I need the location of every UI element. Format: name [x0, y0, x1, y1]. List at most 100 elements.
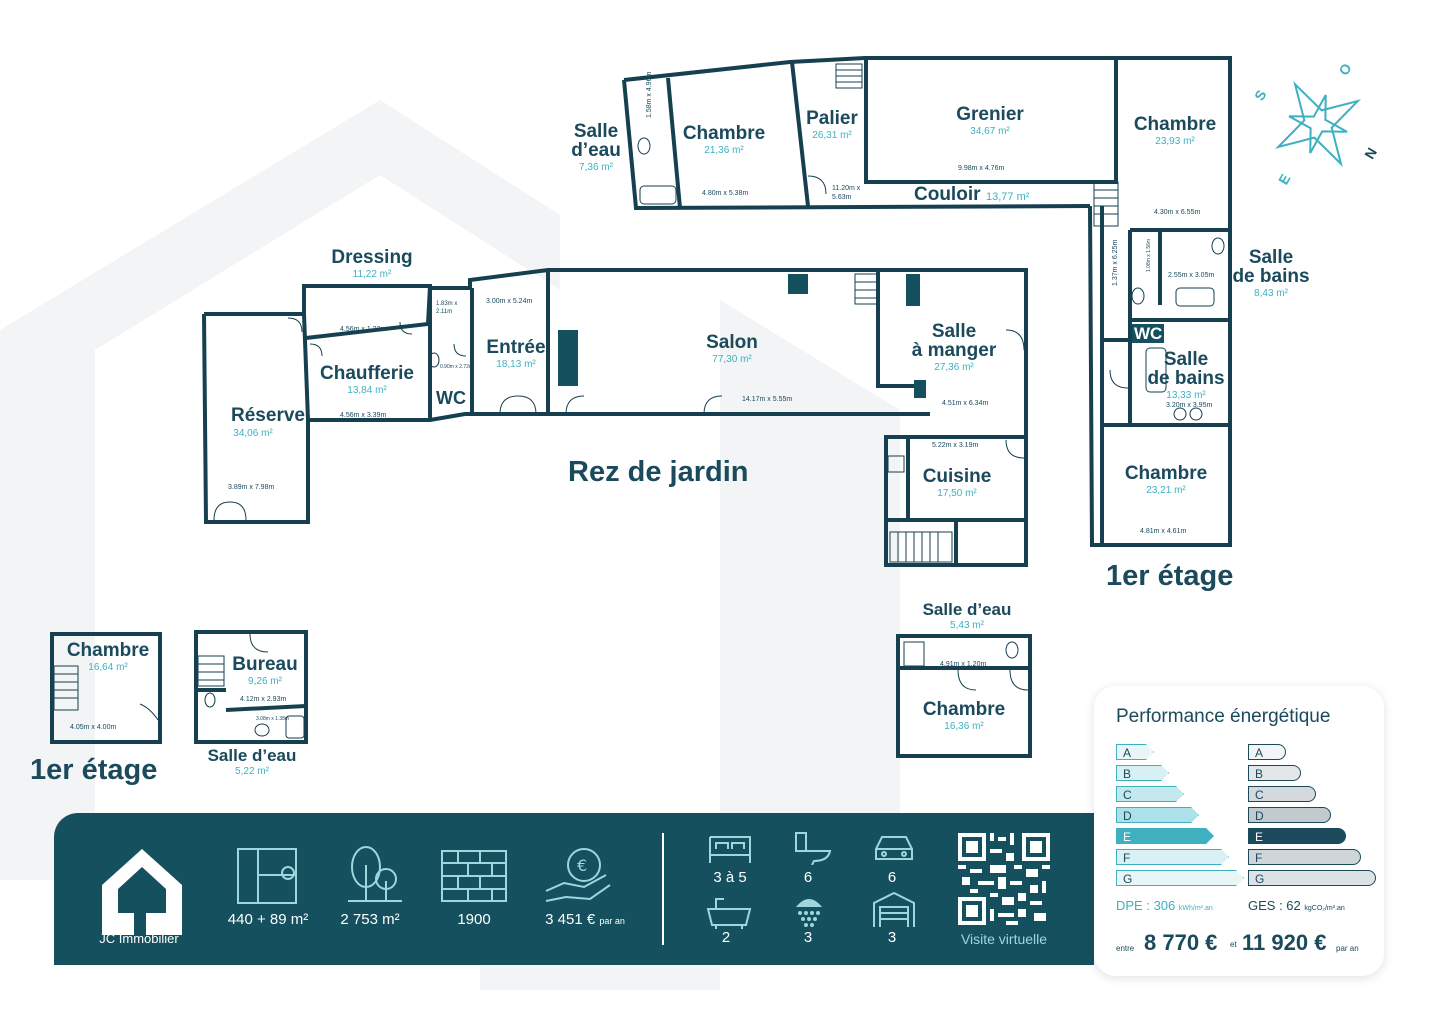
room-bureau-area: 9,26 m²: [248, 676, 282, 687]
room-chambre-3-name: Chambre: [1124, 463, 1208, 484]
room-chambre-2-name: Chambre: [1133, 114, 1217, 135]
stat-chambres: 3 à 5: [713, 869, 747, 886]
terrain-icon: [348, 846, 402, 902]
room-salle-bains-1-area: 8,43 m²: [1254, 288, 1288, 299]
room-salle-manger-name: Salle à manger: [911, 321, 997, 361]
room-placard-dim: 1.83m x 2.11m: [436, 301, 458, 315]
room-salle-eau-2-dim: 4.91m x 1.20m: [940, 661, 987, 668]
room-salle-bains-2-dim: 3.20m x 3.95m: [1166, 402, 1213, 409]
dpe-bar-g: G: [1116, 870, 1244, 886]
room-cuisine-name: Cuisine: [922, 466, 992, 487]
ges-value: GES : 62: [1248, 898, 1301, 913]
room-chambre-1-name: Chambre: [682, 123, 766, 144]
stat-garage: 3: [887, 929, 897, 946]
room-entree-area: 18,13 m²: [496, 359, 536, 370]
brand-name: JC Immobilier: [99, 931, 179, 946]
toilet-icon: [795, 832, 832, 865]
room-salle-manger-area: 27,36 m²: [934, 362, 974, 373]
garage-icon: [873, 891, 915, 927]
room-chaufferie-area: 13,84 m²: [347, 385, 387, 396]
room-chambre-4-area: 16,36 m²: [944, 721, 984, 732]
room-salle-eau-1-dim: 1.58m x 4.96m: [646, 71, 653, 118]
room-chambre-1-dim: 4.80m x 5.38m: [702, 190, 749, 197]
room-chambre-4-name: Chambre: [922, 699, 1006, 720]
room-salle-eau-1-name: Salle d’eau: [571, 121, 621, 161]
room-chaufferie-name: Chaufferie: [320, 363, 414, 384]
room-salle-eau-2-name: Salle d’eau: [922, 600, 1012, 619]
room-chaufferie-dim: 4.56m x 3.39m: [340, 412, 387, 419]
room-chambre-3-area: 23,21 m²: [1146, 485, 1186, 496]
room-salle-eau-3-name: Salle d’eau: [207, 746, 297, 765]
room-palier-dim: 11.20m x 5.63m: [832, 185, 861, 201]
room-couloir-dim: 1.37m x 6.25m: [1112, 239, 1119, 286]
room-reserve-area: 34,06 m²: [233, 428, 273, 439]
room-salle-manger-dim: 4.51m x 6.34m: [942, 400, 989, 407]
dpe-bar-a: A: [1116, 744, 1154, 760]
svg-text:€: €: [577, 856, 587, 875]
dpe-value: DPE : 306: [1116, 898, 1176, 913]
stat-annee: 1900: [457, 911, 491, 928]
visite-virtuelle-link[interactable]: Visite virtuelle: [960, 931, 1048, 947]
dpe-bar-d: D: [1116, 807, 1199, 823]
room-entree-name: Entrée: [486, 337, 546, 358]
tax-icon: €: [545, 848, 611, 902]
room-salon-dim: 14.17m x 5.55m: [742, 396, 793, 403]
ges-unit: kgCO₂/m².an: [1304, 905, 1345, 912]
ges-bar-c: C: [1248, 786, 1316, 802]
room-dressing-name: Dressing: [331, 247, 413, 268]
room-chambre-5-area: 16,64 m²: [88, 662, 128, 673]
energy-et: et: [1230, 940, 1237, 949]
room-palier-area: 26,31 m²: [812, 130, 852, 141]
room-grenier-dim: 9.98m x 4.76m: [958, 165, 1005, 172]
bathtub-icon: [706, 898, 752, 929]
brand-logo: [102, 849, 182, 935]
room-salon-area: 77,30 m²: [712, 354, 752, 365]
room-salle-bains-2-name: Salle de bains: [1147, 349, 1225, 389]
room-salle-eau-3-dim: 3.08m x 1.38m: [256, 716, 290, 722]
stat-taxe-unit: par an: [599, 916, 625, 926]
fireplaces: [558, 274, 926, 398]
fixtures: [204, 137, 1225, 739]
ges-bar-e: E: [1248, 828, 1346, 844]
room-grenier-name: Grenier: [956, 104, 1024, 125]
energy-low-price: 8 770 €: [1144, 930, 1218, 955]
info-band: JC Immobilier 440 + 89 m² 2 753 m² 1900 …: [54, 813, 1094, 965]
room-wc-1-name: WC: [1132, 324, 1165, 343]
surface-icon: [237, 848, 297, 904]
room-wc-2-dim: 0.90m x 2.72m: [440, 364, 474, 370]
qr-code-icon[interactable]: [958, 833, 1050, 925]
room-bureau-name: Bureau: [232, 654, 298, 675]
walls: [50, 56, 1232, 758]
ges-label: GES : 62 kgCO₂/m².an: [1248, 898, 1345, 913]
stat-taxe-value: 3 451 €: [545, 911, 596, 928]
room-cuisine-area: 17,50 m²: [937, 488, 977, 499]
room-reserve-dim: 3.89m x 7.98m: [228, 484, 275, 491]
room-wc-2-name: WC: [436, 388, 466, 408]
ges-bar-f: F: [1248, 849, 1361, 865]
car-icon: [875, 836, 913, 860]
room-palier-name: Palier: [806, 108, 858, 129]
room-entree-dim: 3.00m x 5.24m: [486, 298, 533, 305]
room-chambre-5-dim: 4.05m x 4.00m: [70, 724, 117, 731]
room-salon-name: Salon: [706, 332, 758, 353]
room-salle-bains-2-area: 13,33 m²: [1166, 390, 1206, 401]
room-couloir-area: 13,77 m²: [986, 191, 1030, 203]
room-salle-bains-1-dim: 2.55m x 3.05m: [1168, 272, 1215, 279]
room-chambre-3-dim: 4.81m x 4.61m: [1140, 528, 1187, 535]
dpe-bar-f: F: [1116, 849, 1229, 865]
stat-surface: 440 + 89 m²: [227, 911, 309, 928]
energy-high-price: 11 920 €: [1242, 930, 1327, 955]
room-salle-eau-3-area: 5,22 m²: [235, 766, 269, 777]
compass-icon: [1274, 80, 1362, 168]
energy-title: Performance énergétique: [1116, 706, 1331, 727]
room-chambre-1-area: 21,36 m²: [704, 145, 744, 156]
stat-douches: 3: [803, 929, 813, 946]
energy-entre: entre: [1116, 944, 1135, 953]
stat-terrain: 2 753 m²: [340, 911, 400, 928]
room-couloir-name: Couloir: [914, 184, 981, 205]
dpe-bar-c: C: [1116, 786, 1184, 802]
stairs: [53, 63, 1119, 711]
room-salle-eau-2-area: 5,43 m²: [950, 620, 984, 631]
room-dressing-dim: 4.56m x 1.23m: [340, 326, 387, 333]
